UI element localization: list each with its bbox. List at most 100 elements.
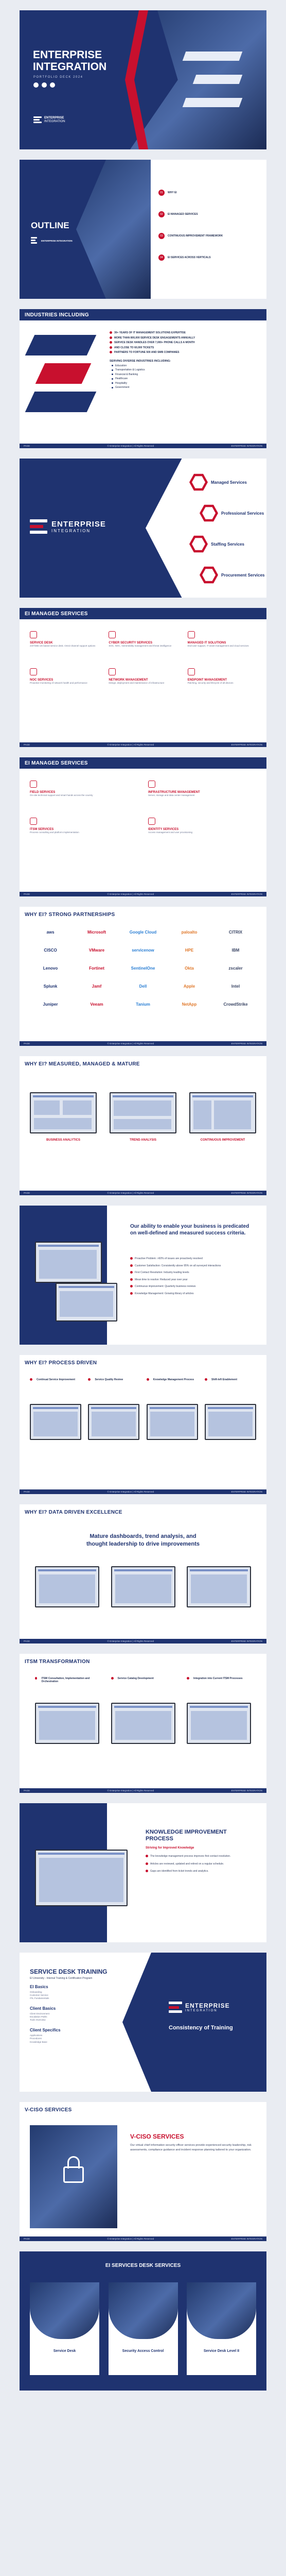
outline-item[interactable]: 03 Continuous Improvement Framework: [158, 233, 223, 239]
twitter-icon[interactable]: [50, 82, 55, 88]
data-driven-slide: WHY EI? DATA DRIVEN EXCELLENCE Mature da…: [20, 1504, 266, 1643]
service-icon: [109, 631, 116, 638]
service-card[interactable]: Cyber Security ServicesSOC, NOC, Vulnera…: [109, 631, 177, 648]
itsm-step: ITSM Consultation, Implementation and Or…: [35, 1677, 99, 1683]
dashboard-screen: [35, 1566, 99, 1607]
industries-title: INDUSTRIES INCLUDING: [20, 309, 266, 320]
process-step: Knowledge Management Process: [146, 1378, 198, 1381]
outline-list: 01 Why EI 02 EI Managed Services 03 Cont…: [158, 160, 261, 299]
partner-logo: Juniper: [43, 1002, 58, 1007]
dashboard-screen: [146, 1404, 198, 1440]
partner-logo: Dell: [139, 984, 147, 989]
slide-footer: PAGE© Enterprise Integration | All Right…: [20, 1788, 266, 1793]
service-card[interactable]: Identity ServicesAccess management and u…: [148, 818, 246, 834]
slide-footer: PAGE© Enterprise Integration | All Right…: [20, 444, 266, 448]
managed-services-slide-1: EI MANAGED SERVICES Service Desk24/7/365…: [20, 608, 266, 747]
knowledge-slide: KNOWLEDGE IMPROVEMENT PROCESS Striving f…: [20, 1803, 266, 1942]
service-icon: [30, 668, 37, 676]
knowledge-point: Gaps are identified from ticket trends a…: [146, 1870, 256, 1874]
outline-item[interactable]: 02 EI Managed Services: [158, 211, 198, 217]
partner-logo: IBM: [231, 948, 240, 953]
desk-card[interactable]: Service Desk Level II: [187, 2282, 256, 2375]
facebook-icon[interactable]: [33, 82, 39, 88]
service-card[interactable]: Service Desk24/7/365 US based service de…: [30, 631, 98, 648]
services-brand: ENTERPRISE INTEGRATION: [30, 519, 106, 534]
slide-footer: PAGE© Enterprise Integration | All Right…: [20, 1041, 266, 1046]
vciso-band: V-CISO SERVICES: [20, 2102, 266, 2113]
cover-title: ENTERPRISE INTEGRATION: [33, 49, 107, 73]
partner-logo: Microsoft: [87, 930, 106, 935]
service-menu-item[interactable]: Staffing Services: [189, 535, 244, 553]
partners-title: WHY EI? STRONG PARTNERSHIPS: [20, 907, 266, 918]
service-card[interactable]: Field ServicesOn-site technical support …: [30, 781, 128, 797]
ability-point: Proactive Problem: >60% of issues are pr…: [130, 1257, 256, 1261]
training-brand: ENTERPRISE INTEGRATION: [169, 2002, 230, 2013]
partner-logo: paloalto: [181, 930, 198, 935]
linkedin-icon[interactable]: [42, 82, 47, 88]
desk-card[interactable]: Service Desk: [30, 2282, 99, 2375]
service-card[interactable]: Managed IT SolutionsEnd-user support, IT…: [187, 631, 256, 648]
enterprise-logo-icon: [30, 519, 47, 534]
laptop-screen: [35, 1242, 102, 1283]
partner-logo: Veeam: [90, 1002, 103, 1007]
service-menu-item[interactable]: Procurement Services: [200, 566, 265, 584]
outline-item[interactable]: 04 EI Services Across Verticals: [158, 255, 211, 261]
slide-footer: PAGE© Enterprise Integration | All Right…: [20, 1489, 266, 1494]
slide-footer: PAGE© Enterprise Integration | All Right…: [20, 1191, 266, 1195]
desk-services-slide: EI SERVICES DESK SERVICES Service Desk S…: [20, 2251, 266, 2391]
cover-slide: ENTERPRISE INTEGRATION PORTFOLIO DECK 20…: [20, 10, 266, 149]
enterprise-logo-icon: [33, 116, 42, 124]
slide-footer: PAGE© Enterprise Integration | All Right…: [20, 742, 266, 747]
laptop-screen: [35, 1850, 128, 1906]
process-step: Shift-left Enablement: [204, 1378, 256, 1381]
dashboard-screen: [187, 1703, 251, 1744]
measured-slide: WHY EI? MEASURED, MANAGED & MATURE BUSIN…: [20, 1056, 266, 1195]
service-menu-item[interactable]: Professional Services: [200, 504, 264, 522]
measured-screens: BUSINESS ANALYTICS TREND ANALYSIS CONTIN…: [30, 1092, 256, 1142]
training-subtitle: EI University - Internal Training & Cert…: [30, 1977, 93, 1980]
industries-slide: INDUSTRIES INCLUDING 30+ years of IT Man…: [20, 309, 266, 448]
desk-cards: Service Desk Security Access Control Ser…: [30, 2282, 256, 2375]
desk-title: EI SERVICES DESK SERVICES: [105, 2263, 181, 2268]
vciso-title: V-CISO SERVICES: [130, 2133, 184, 2140]
knowledge-point: The knowledge management process improve…: [146, 1855, 256, 1859]
partner-logo: Jamf: [92, 984, 102, 989]
outline-brand: ENTERPRISE INTEGRATION: [31, 237, 73, 244]
service-icon: [109, 668, 116, 676]
training-tagline: Consistency of Training: [169, 2025, 233, 2031]
industry-bullet: Partners to Fortune 500 and SMB Companie…: [110, 350, 256, 355]
professional-services-icon: [200, 504, 218, 522]
service-card[interactable]: Infrastructure ManagementServer, storage…: [148, 781, 246, 797]
service-card[interactable]: ITSM ServicesProcess consulting and plat…: [30, 818, 128, 834]
dashboard-screen: [35, 1703, 99, 1744]
cover-red-chevron: [125, 10, 148, 149]
service-menu-item[interactable]: Managed Services: [189, 473, 247, 492]
slide-footer: PAGE© Enterprise Integration | All Right…: [20, 2236, 266, 2241]
industries-bullets: 30+ years of IT Management Solutions Exp…: [110, 331, 256, 390]
partner-logo: Okta: [185, 966, 194, 971]
service-card[interactable]: Endpoint ManagementPatching, security an…: [187, 668, 256, 685]
service-card[interactable]: Network ManagementDesign, deployment and…: [109, 668, 177, 685]
desk-card[interactable]: Security Access Control: [108, 2282, 178, 2375]
training-title: SERVICE DESK TRAINING: [30, 1968, 108, 1975]
ability-point: Customer Satisfaction: Consistently abov…: [130, 1264, 256, 1268]
service-icon: [187, 631, 195, 638]
industries-list: Education Transportation & Logistics Fin…: [110, 364, 256, 390]
partner-logo: Splunk: [43, 984, 58, 989]
cover-server-graphic: [174, 41, 251, 118]
service-icon: [30, 818, 37, 825]
partner-logo: CITRIX: [228, 930, 243, 935]
dashboard-screen: TREND ANALYSIS: [110, 1092, 176, 1142]
dashboard-screen: [111, 1703, 175, 1744]
service-icon: [148, 818, 155, 825]
dashboard-screen: CONTINUOUS IMPROVEMENT: [189, 1092, 256, 1142]
partner-logo: servicenow: [132, 948, 154, 953]
industry-bullet: And close to 60,000 tickets: [110, 346, 256, 351]
service-card[interactable]: NOC ServicesProactive monitoring of netw…: [30, 668, 98, 685]
services-menu-slide: ENTERPRISE INTEGRATION Managed Services …: [20, 459, 266, 598]
outline-item[interactable]: 01 Why EI: [158, 190, 177, 196]
dashboard-screen: [111, 1566, 175, 1607]
